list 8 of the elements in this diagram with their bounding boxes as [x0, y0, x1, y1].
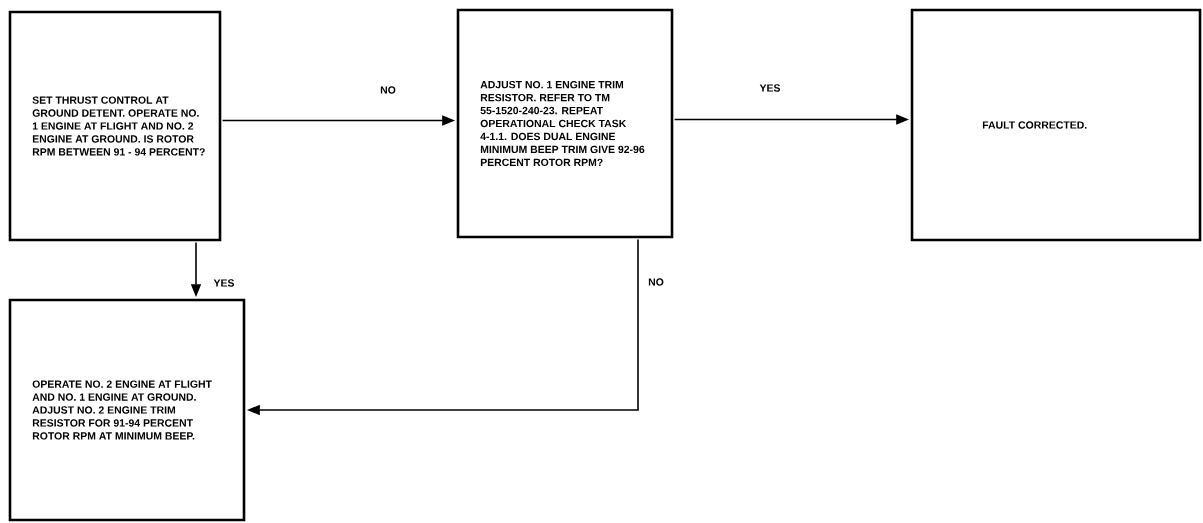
edge-label: NO: [647, 277, 665, 287]
process-box: SET THRUST CONTROL AT GROUND DETENT. OPERATE NO. 1 ENGINE AT FLIGHT AND NO. 2 ENGINE AT GROUND. IS ROTOR RPM BETWEEN 91 - 94 PERCENT?: [8, 10, 222, 242]
process-box: ADJUST NO. 1 ENGINE TRIM RESISTOR. REFER TO TM 55-1520-240-23. REPEAT OPERATIONAL CHECK TASK 4-1.1. DOES DUAL ENGINE MINIMUM BEEP TRIM GIVE 92-96 PERCENT ROTOR RPM?: [456, 8, 674, 239]
edge-label: YES: [758, 83, 782, 93]
edge-label: YES: [212, 278, 236, 288]
process-box: OPERATE NO. 2 ENGINE AT FLIGHT AND NO. 1 ENGINE AT GROUND. ADJUST NO. 2 ENGINE TRIM RESISTOR FOR 91-94 PERCENT ROTOR RPM AT MINIMUM BEEP.: [8, 298, 246, 522]
process-box: FAULT CORRECTED.: [910, 8, 1202, 242]
edge-label: NO: [379, 85, 397, 95]
